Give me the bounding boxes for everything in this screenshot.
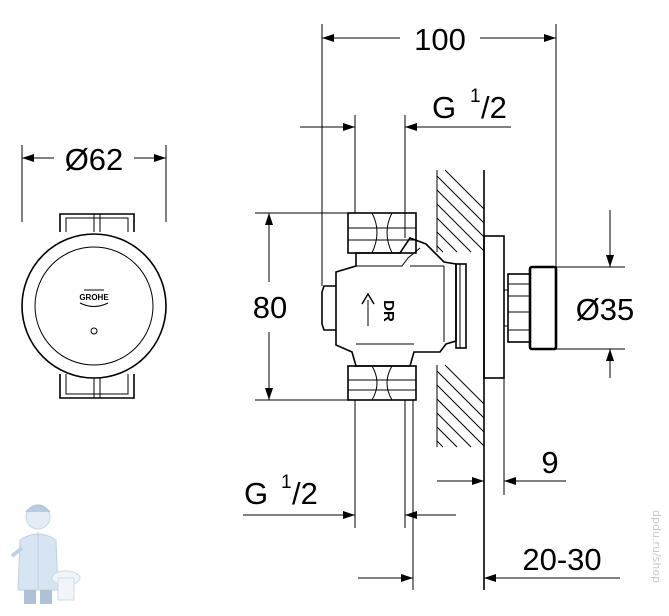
valve-body [321, 212, 558, 401]
dimension-diameter-35: Ø35 [556, 210, 634, 378]
dimension-diameter-62: Ø62 [22, 142, 166, 177]
wall-hatch-line [436, 245, 444, 253]
thread-top-den: /2 [481, 90, 507, 125]
thread-bottom-label: G [244, 476, 268, 511]
dimension-80: 80 [253, 212, 348, 401]
wall-hatch-line [436, 189, 485, 238]
thread-top-label: G [432, 90, 456, 125]
wall-hatch-line [436, 175, 485, 224]
flow-marking: DR [361, 292, 397, 326]
thread-bottom-den: /2 [292, 476, 318, 511]
dim-wall-offset: 9 [541, 445, 558, 480]
dim-width-total: 100 [414, 22, 466, 57]
dim-wall-range: 20-30 [522, 542, 601, 577]
dimension-thread-top: G 1 /2 [300, 86, 511, 238]
front-view [21, 145, 167, 399]
dim-diameter-face: Ø62 [65, 142, 124, 177]
flow-arrow-icon [361, 292, 375, 326]
wall-hatch-line [436, 412, 472, 448]
wall-hatch-line [436, 203, 485, 252]
plumber-mascot-icon [10, 504, 81, 604]
dimension-20-30: 20-30 [358, 400, 620, 590]
watermark-text: dpdu.ru/shop [650, 510, 663, 583]
dimension-100: 100 [321, 22, 557, 286]
wall-hatch-line [436, 426, 458, 448]
wall-hatch-line [436, 217, 472, 253]
wall-section [436, 169, 485, 590]
wall-hatch-line [436, 384, 485, 433]
wall-hatch-line [444, 169, 485, 210]
wall-hatch-line [444, 364, 485, 405]
logo-text: GROHE [79, 293, 109, 302]
wall-hatch-line [436, 398, 485, 447]
wall-hatch-line [436, 370, 485, 419]
dimension-9: 9 [437, 378, 566, 495]
thread-top-num: 1 [470, 86, 481, 107]
wall-hatch-line [436, 231, 458, 253]
dimension-thread-bottom: G 1 /2 [243, 400, 456, 528]
dim-height: 80 [253, 290, 287, 325]
flow-label: DR [380, 300, 397, 322]
thread-bottom-num: 1 [281, 472, 292, 493]
grohe-logo: GROHE [79, 289, 109, 307]
dim-diameter-cap: Ø35 [576, 292, 635, 327]
wall-hatch-line [436, 440, 444, 448]
